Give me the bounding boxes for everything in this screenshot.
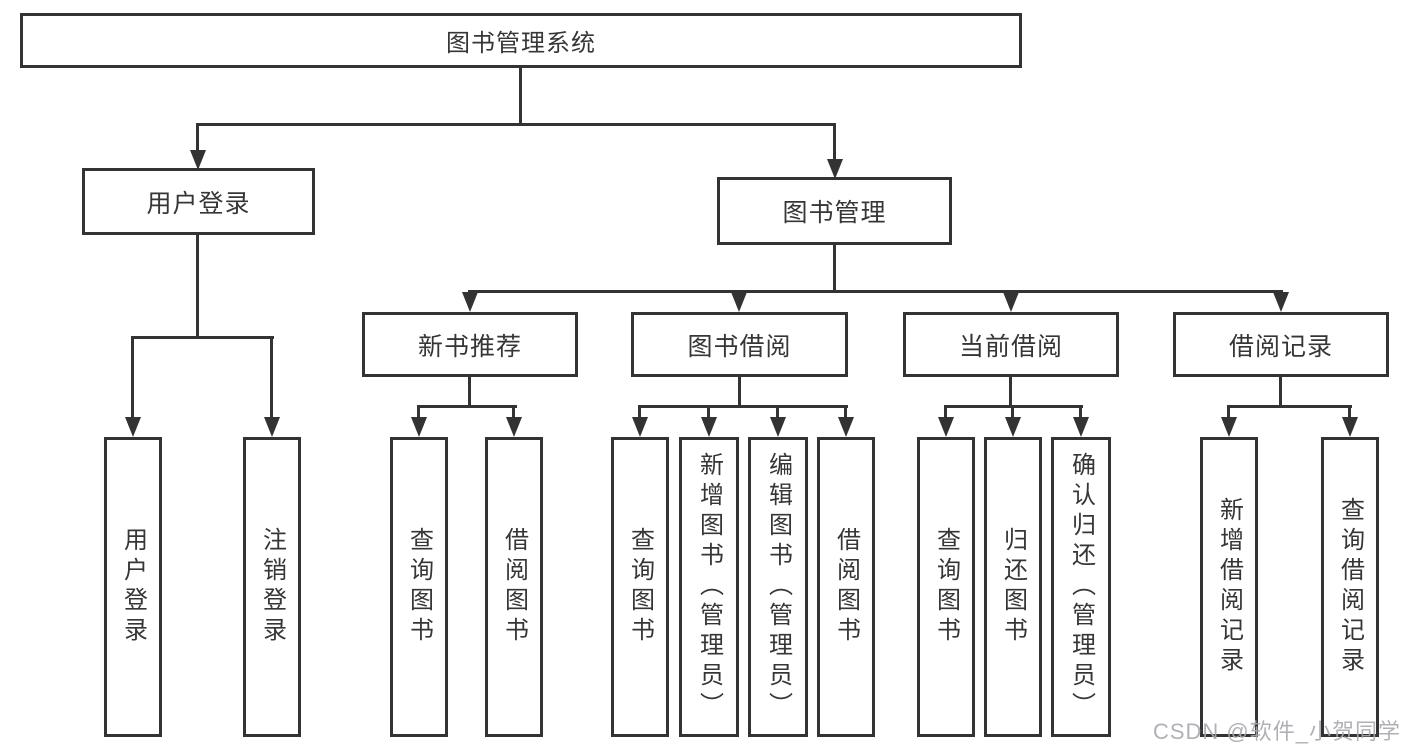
node-root-system: 图书管理系统	[20, 13, 1022, 68]
node-root-system-label: 图书管理系统	[446, 30, 596, 57]
connector-borrow-drop-4	[844, 405, 847, 419]
node-current-borrow-label: 当前借阅	[958, 332, 1063, 361]
connector-login-child2-drop	[270, 336, 273, 418]
arrowhead	[264, 417, 280, 437]
leaf-edit-book-admin: 编辑图书（管理员）	[748, 437, 808, 737]
leaf-return-book: 归还图书	[984, 437, 1042, 737]
arrowhead	[1005, 417, 1021, 437]
arrowhead	[827, 159, 843, 179]
connector-borrow-drop-3	[776, 405, 779, 419]
node-user-login: 用户登录	[82, 168, 315, 235]
arrowhead	[1342, 417, 1358, 437]
arrowhead	[190, 150, 206, 170]
node-book-management-label: 图书管理	[782, 199, 887, 227]
connector-recommend-stem	[468, 377, 471, 408]
leaf-add-borrow-record-label: 新增借阅记录	[1215, 497, 1243, 677]
node-book-management: 图书管理	[717, 177, 952, 245]
arrowhead	[632, 417, 648, 437]
arrowhead	[462, 292, 478, 312]
connector-recommend-bus	[417, 405, 517, 408]
leaf-add-book-admin-label: 新增图书（管理员）	[695, 452, 723, 722]
leaf-logout-label: 注销登录	[258, 527, 286, 647]
node-book-borrow: 图书借阅	[631, 312, 848, 377]
arrowhead	[770, 417, 786, 437]
leaf-confirm-return-admin-label: 确认归还（管理员）	[1067, 452, 1095, 722]
node-user-login-label: 用户登录	[146, 189, 251, 218]
connector-current-drop-3	[1079, 405, 1082, 419]
node-borrow-records-label: 借阅记录	[1228, 332, 1333, 361]
leaf-borrow-books-2: 借阅图书	[817, 437, 875, 737]
leaf-add-borrow-record: 新增借阅记录	[1200, 437, 1258, 737]
leaf-edit-book-admin-label: 编辑图书（管理员）	[764, 452, 792, 722]
connector-borrow-stem	[738, 377, 741, 408]
node-book-borrow-label: 图书借阅	[687, 332, 792, 361]
connector-login-drop	[196, 123, 199, 152]
arrowhead	[125, 417, 141, 437]
connector-level2-bus	[196, 123, 835, 126]
connector-login-bus	[131, 336, 274, 339]
connector-root-stem	[519, 68, 522, 126]
arrowhead	[731, 292, 747, 312]
connector-borrow-bus	[638, 405, 848, 408]
connector-records-stem	[1279, 377, 1282, 408]
connector-login-child1-drop	[131, 336, 134, 418]
leaf-query-borrow-record: 查询借阅记录	[1321, 437, 1379, 737]
leaf-return-book-label: 归还图书	[999, 527, 1027, 647]
connector-borrow-drop-1	[638, 405, 641, 419]
leaf-borrow-books-1-label: 借阅图书	[500, 527, 528, 647]
connector-current-drop-1	[944, 405, 947, 419]
connector-borrow-drop-2	[707, 405, 710, 419]
connector-current-stem	[1009, 377, 1012, 408]
node-new-book-recommend-label: 新书推荐	[417, 332, 522, 361]
leaf-user-login: 用户登录	[104, 437, 162, 737]
node-new-book-recommend: 新书推荐	[362, 312, 578, 377]
leaf-query-books-1: 查询图书	[390, 437, 448, 737]
connector-recommend-drop-2	[512, 405, 515, 419]
arrowhead	[938, 417, 954, 437]
arrowhead	[1003, 292, 1019, 312]
arrowhead	[506, 417, 522, 437]
arrowhead	[1273, 292, 1289, 312]
leaf-query-books-3: 查询图书	[917, 437, 975, 737]
leaf-logout: 注销登录	[243, 437, 301, 737]
leaf-borrow-books-1: 借阅图书	[485, 437, 543, 737]
connector-current-drop-2	[1011, 405, 1014, 419]
node-current-borrow: 当前借阅	[903, 312, 1119, 377]
arrowhead	[1221, 417, 1237, 437]
leaf-user-login-label: 用户登录	[119, 527, 147, 647]
arrowhead	[838, 417, 854, 437]
connector-level3-bus	[468, 290, 1283, 293]
leaf-query-books-3-label: 查询图书	[932, 527, 960, 647]
connector-mgmt-drop	[833, 123, 836, 161]
connector-mgmt-stem	[833, 245, 836, 293]
node-borrow-records: 借阅记录	[1173, 312, 1389, 377]
connector-records-drop-1	[1227, 405, 1230, 419]
leaf-query-borrow-record-label: 查询借阅记录	[1336, 497, 1364, 677]
connector-login-stem	[196, 235, 199, 339]
arrowhead	[701, 417, 717, 437]
leaf-query-books-2-label: 查询图书	[626, 527, 654, 647]
leaf-confirm-return-admin: 确认归还（管理员）	[1051, 437, 1111, 737]
leaf-query-books-1-label: 查询图书	[405, 527, 433, 647]
leaf-borrow-books-2-label: 借阅图书	[832, 527, 860, 647]
csdn-watermark: CSDN @软件_小贺同学	[1152, 719, 1401, 744]
connector-records-bus	[1227, 405, 1352, 408]
leaf-add-book-admin: 新增图书（管理员）	[679, 437, 739, 737]
connector-recommend-drop-1	[417, 405, 420, 419]
arrowhead	[411, 417, 427, 437]
leaf-query-books-2: 查询图书	[611, 437, 669, 737]
arrowhead	[1073, 417, 1089, 437]
connector-records-drop-2	[1348, 405, 1351, 419]
